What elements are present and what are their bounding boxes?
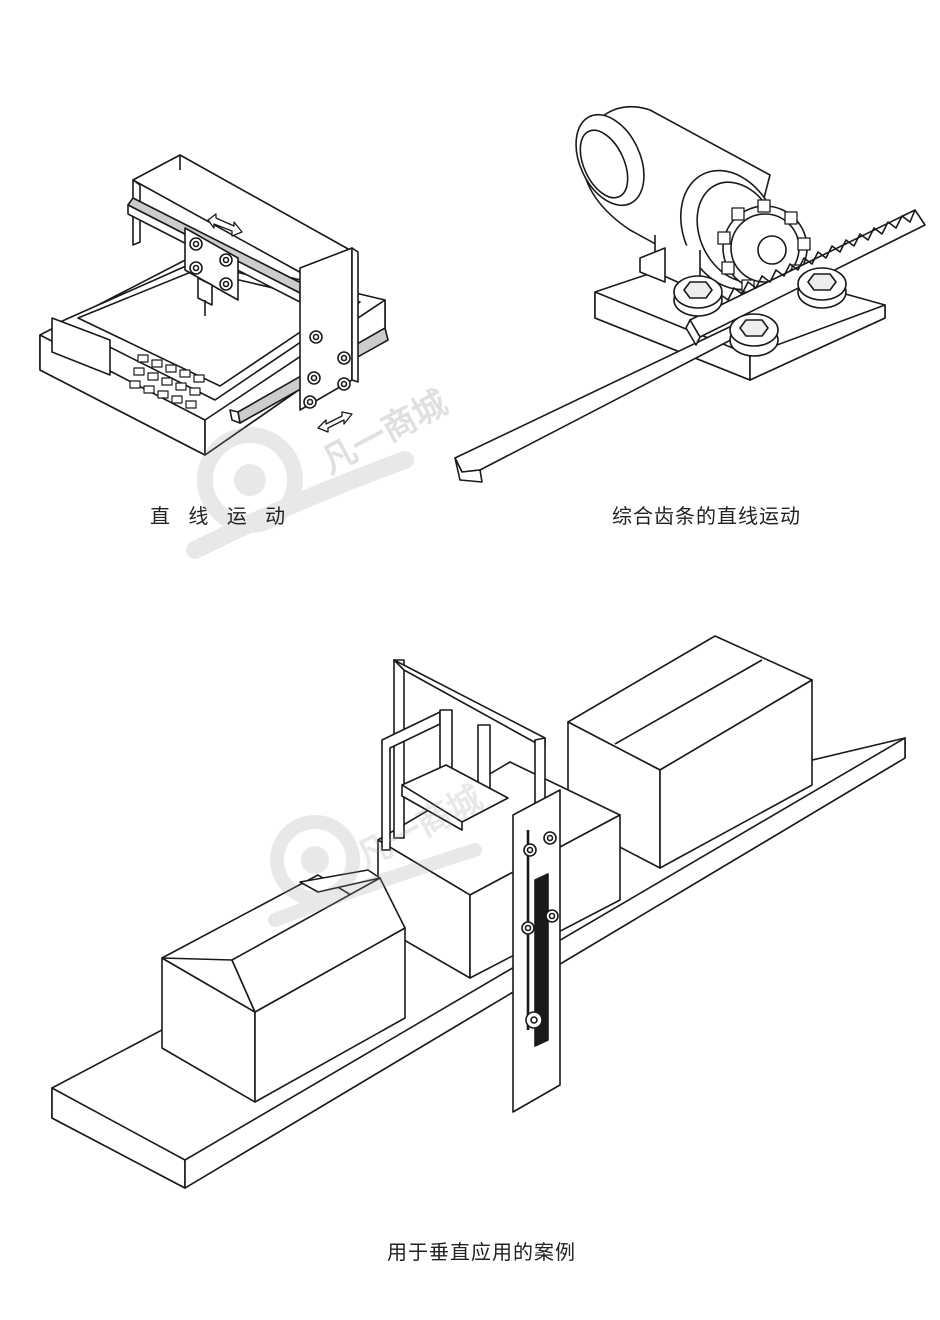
press-head (401, 709, 509, 831)
xy-carriage-plate (184, 227, 239, 316)
box-left (161, 869, 406, 1103)
vertical-slide-plate (512, 789, 561, 1113)
caption-vertical-application: 用于垂直应用的案例 (387, 1240, 576, 1264)
double-arrow-icon (207, 213, 353, 433)
guide-rollers (673, 267, 847, 357)
xy-side-plate (299, 247, 359, 411)
flat-bar (454, 321, 751, 483)
caption-rack-linear-motion: 综合齿条的直线运动 (612, 504, 801, 528)
display-screen (51, 317, 111, 376)
watermark-logo-icon (268, 815, 482, 927)
box-right (567, 635, 813, 869)
caption-linear-motion: 直 线 运 动 (150, 504, 292, 528)
keypad (129, 354, 205, 409)
watermark-logo-icon (186, 427, 414, 559)
